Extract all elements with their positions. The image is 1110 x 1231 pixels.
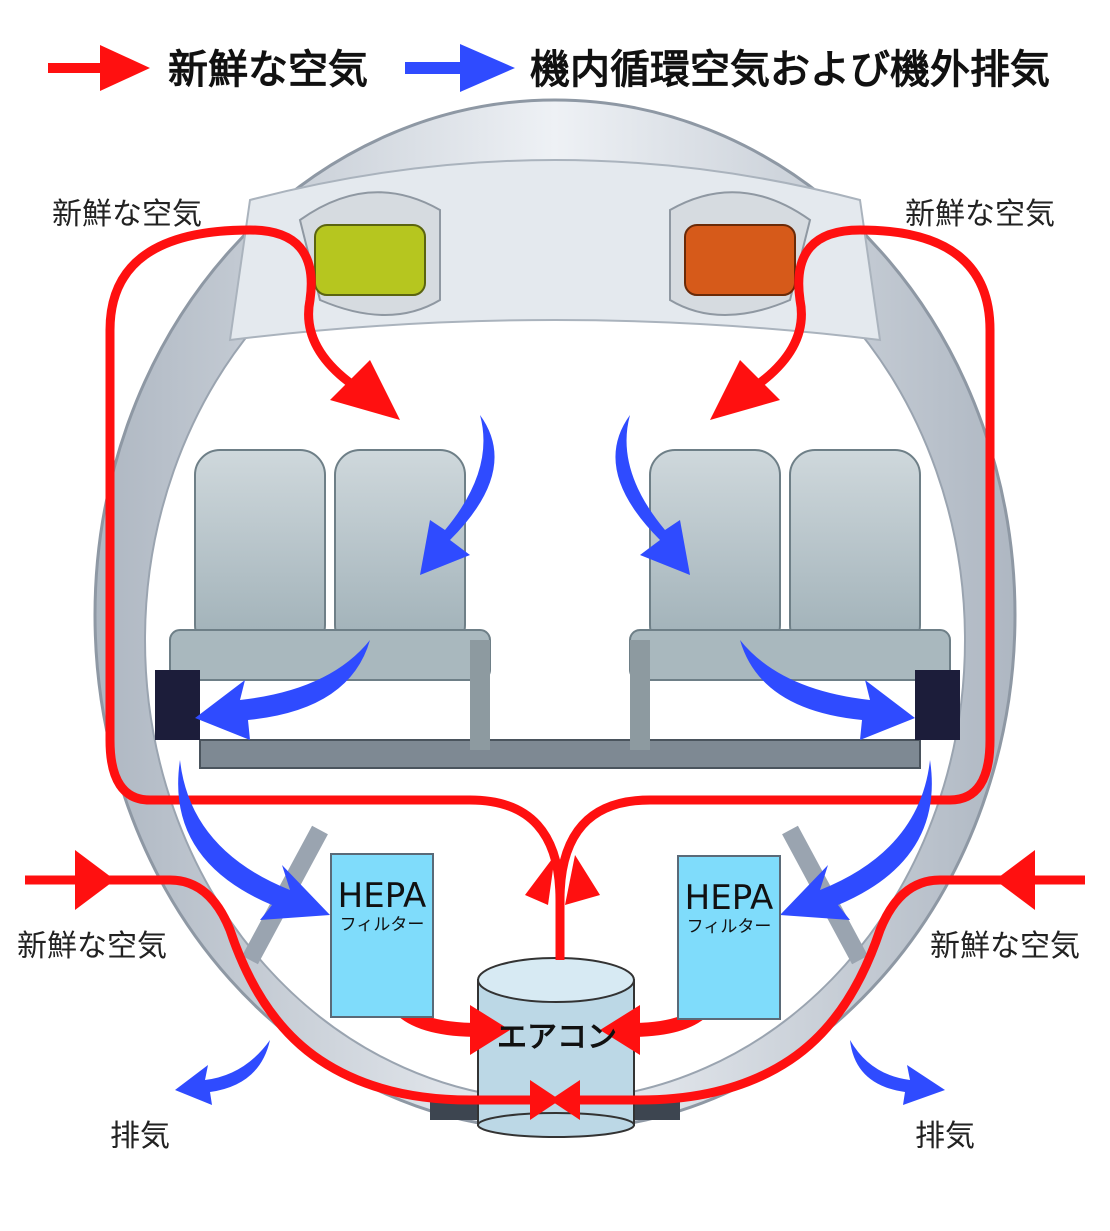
fresh-arrowhead-left [330, 360, 400, 420]
fresh-air-right-label: 新鮮な空気 [930, 929, 1080, 964]
overhead-bin-right [669, 191, 812, 316]
seat-row-left [155, 449, 491, 750]
fresh-air-loop [105, 225, 565, 960]
overhead-bin-left [298, 191, 441, 316]
hepa-right-title: HEPA [684, 878, 774, 918]
legend-blue-arrow-icon [405, 44, 515, 92]
hepa-left-subtitle: フィルター [339, 915, 425, 935]
fresh-arrowhead-up-left [525, 855, 555, 905]
aircon-label: エアコン [497, 1020, 617, 1055]
fresh-inlet-right [570, 875, 1085, 1105]
exhaust-left-label: 排気 [110, 1119, 170, 1154]
fresh-arrowhead-up-right [565, 855, 600, 905]
legend-red-arrow-icon [48, 45, 150, 91]
cabin-floor [199, 739, 921, 769]
seat-row-right [629, 449, 960, 750]
hepa-filter-right: HEPA フィルター [677, 855, 781, 1020]
fresh-air-left-label: 新鮮な空気 [17, 929, 167, 964]
hepa-right-subtitle: フィルター [686, 917, 772, 937]
legend-recirculated-label: 機内循環空気および機外排気 [530, 47, 1050, 93]
legend-fresh-air-label: 新鮮な空気 [168, 47, 368, 93]
hepa-filter-left: HEPA フィルター [330, 853, 434, 1018]
fresh-air-top-right-label: 新鮮な空気 [905, 197, 1055, 232]
fresh-arrowhead-right [710, 360, 780, 420]
fresh-inlet-left [25, 875, 540, 1105]
fresh-air-top-left-label: 新鮮な空気 [52, 197, 202, 232]
exhaust-right-label: 排気 [915, 1119, 975, 1154]
hepa-left-title: HEPA [337, 876, 427, 916]
recirculation-arrows [175, 415, 945, 1105]
